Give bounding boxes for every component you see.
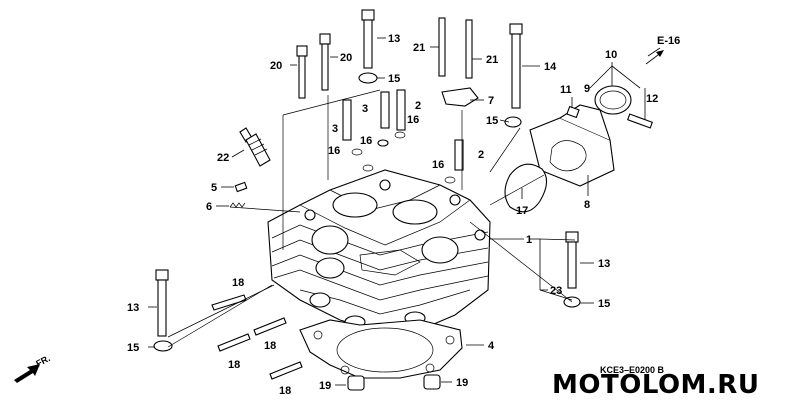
callout-22: 22 [217, 152, 229, 164]
dowel-pin-right [423, 374, 441, 390]
insulator-gasket [504, 163, 548, 213]
callout-13: 13 [388, 33, 400, 45]
callout-20: 20 [270, 60, 282, 72]
spark-plug [239, 127, 271, 167]
callout-7: 7 [488, 95, 494, 107]
watermark-text: MOTOLOM.RU [552, 370, 759, 400]
bolt-14 [509, 23, 523, 109]
stud-21-left [438, 17, 446, 77]
callout-14: 14 [544, 61, 557, 73]
callout-11: 11 [560, 84, 572, 96]
callout-5: 5 [211, 182, 217, 194]
callout-3: 3 [332, 123, 338, 135]
washer-15-small [377, 139, 389, 147]
callout-21: 21 [486, 54, 498, 66]
callout-1: 1 [526, 234, 532, 246]
callout-21: 21 [413, 42, 425, 54]
front-arrow-icon [14, 364, 40, 383]
cylinder-head-gasket [299, 319, 463, 379]
callout-20: 20 [340, 52, 352, 64]
callout-15: 15 [598, 298, 610, 310]
spring-6 [229, 202, 246, 208]
stud-18-set [211, 294, 303, 380]
callout-labels: 13 21 21 14 20 20 15 3 2 7 3 16 16 15 16… [127, 33, 658, 397]
dowel-pin-left [347, 375, 365, 391]
washer-15-mid [504, 116, 522, 128]
callout-16: 16 [328, 145, 340, 157]
o-ring-16-d [444, 176, 456, 184]
callout-18: 18 [228, 359, 240, 371]
bolt-13-left [155, 269, 169, 337]
bolt-20-right [319, 33, 331, 91]
callout-12: 12 [646, 93, 658, 105]
reference-e16: E-16 [645, 35, 680, 65]
screw-11 [566, 105, 580, 119]
callout-15: 15 [486, 115, 498, 127]
callout-6: 6 [206, 201, 212, 213]
valve-guide-set [342, 89, 464, 171]
front-direction-indicator: FR. [14, 353, 52, 383]
stud-21-right [465, 19, 473, 79]
bracket-7 [441, 87, 479, 107]
callout-17: 17 [516, 205, 528, 217]
callout-23: 23 [550, 285, 562, 297]
figure-code: KCE3–E0200 B [600, 365, 665, 375]
callout-10: 10 [605, 49, 617, 61]
callout-9: 9 [584, 83, 590, 95]
pin-5 [234, 181, 248, 193]
callout-2: 2 [478, 149, 484, 161]
callout-18: 18 [279, 385, 291, 397]
bolt-13-right [565, 231, 579, 289]
callout-15: 15 [127, 342, 139, 354]
callout-19: 19 [319, 380, 331, 392]
arrow-icon [656, 50, 664, 57]
callout-4: 4 [488, 340, 495, 352]
callout-15: 15 [388, 73, 400, 85]
bolt-13-top [361, 9, 375, 69]
washer-15-top [358, 72, 378, 84]
callout-16: 16 [360, 135, 372, 147]
callout-16: 16 [407, 114, 419, 126]
callout-16: 16 [432, 159, 444, 171]
callout-18: 18 [264, 340, 276, 352]
callout-8: 8 [584, 199, 590, 211]
cylinder-head [267, 169, 491, 333]
callout-19: 19 [456, 377, 468, 389]
bolt-20-left [296, 45, 308, 99]
callout-13: 13 [127, 302, 139, 314]
callout-13: 13 [598, 258, 610, 270]
clamp-band [594, 85, 654, 129]
front-label: FR. [34, 353, 51, 369]
callout-3: 3 [362, 103, 368, 115]
reference-label: E-16 [657, 35, 680, 47]
o-ring-16-b [362, 164, 374, 172]
o-ring-16-a [351, 148, 363, 156]
callout-18: 18 [232, 277, 244, 289]
o-ring-16-c [394, 131, 406, 139]
callout-2: 2 [415, 100, 421, 112]
washer-15-left [153, 340, 173, 352]
leader-lines [148, 37, 661, 386]
